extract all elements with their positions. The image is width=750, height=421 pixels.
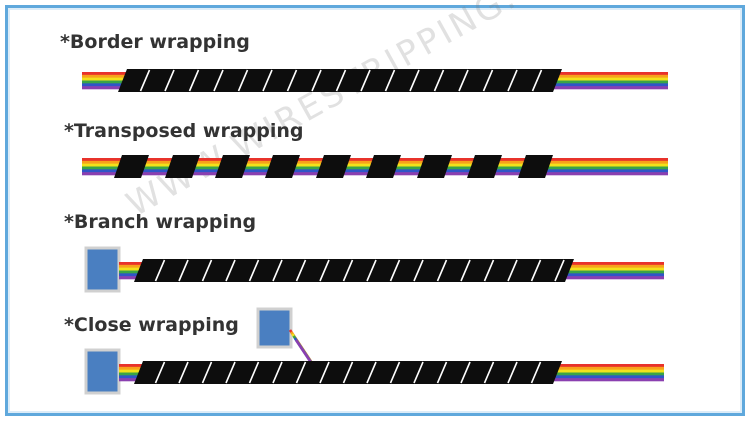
wrap-seam [507,259,518,282]
wrap-segment [417,155,452,178]
wrap-seam [286,69,298,92]
diagram-frame [5,5,745,416]
wrap-spiral [134,361,562,384]
wrap-seam [554,259,565,282]
wrap-segment [265,155,300,178]
wrap-seam [225,361,236,384]
wrap-seam [201,361,213,384]
wrap-seam [384,69,396,92]
wrap-seam [436,361,448,384]
wrap-seam [458,69,469,92]
wrap-spiral [118,69,562,92]
wrap-seam [530,259,542,282]
wrap-seam [342,361,354,384]
wrap-seam [507,361,518,384]
label-close-wrapping: *Close wrapping [64,314,239,336]
connector-block [84,348,121,395]
wrap-seam [483,361,495,384]
wrap-segment [366,155,401,178]
wrap-segments [114,155,553,178]
wrap-segment [518,155,553,178]
wrap-seam [413,259,424,282]
wrap-seam [319,361,330,384]
wrap-seam [335,69,347,92]
wrap-seam [389,361,401,384]
wrap-seam [237,69,249,92]
wrap-seam [188,69,200,92]
wrap-seam [272,259,283,282]
wrap-tape [134,259,574,282]
wrap-seam [295,361,307,384]
wrap-seam [201,259,213,282]
wrap-seam [319,259,330,282]
wrap-seam [366,361,377,384]
wrap-seam [436,259,448,282]
wrap-seam [342,259,354,282]
wrap-seam [482,69,494,92]
wrap-seam [507,69,518,92]
wrap-seam [413,361,424,384]
wrap-seam [262,69,273,92]
wrap-segment [114,155,149,178]
label-branch-wrapping: *Branch wrapping [64,211,257,233]
wrap-seam [248,259,260,282]
wrap-tape [118,69,562,92]
wrap-segment [165,155,200,178]
label-border-wrapping: *Border wrapping [60,31,250,53]
wrap-seam [360,69,371,92]
wrap-seam [164,69,175,92]
wrap-seam [225,259,236,282]
wrap-seam [178,361,189,384]
wrap-seam [366,259,377,282]
wrap-segment [467,155,502,178]
connector-block [256,307,293,349]
wrap-segment [316,155,351,178]
wrap-seam [154,259,166,282]
wrap-seam [409,69,420,92]
wrap-seam [530,361,542,384]
wrap-seam [433,69,445,92]
wrap-seam [460,259,471,282]
wrap-seam [389,259,401,282]
wrap-seam [295,259,307,282]
wrap-seam [154,361,166,384]
wrap-seam [213,69,224,92]
wrap-seam [460,361,471,384]
label-transposed-wrapping: *Transposed wrapping [64,120,304,142]
wrap-seam [483,259,495,282]
wrap-seam [178,259,189,282]
wrap-seam [531,69,543,92]
wrap-segment [215,155,250,178]
wrap-seam [139,69,151,92]
wrap-seam [272,361,283,384]
wrap-seam [311,69,322,92]
wrap-seam [248,361,260,384]
wrap-spiral [134,259,574,282]
